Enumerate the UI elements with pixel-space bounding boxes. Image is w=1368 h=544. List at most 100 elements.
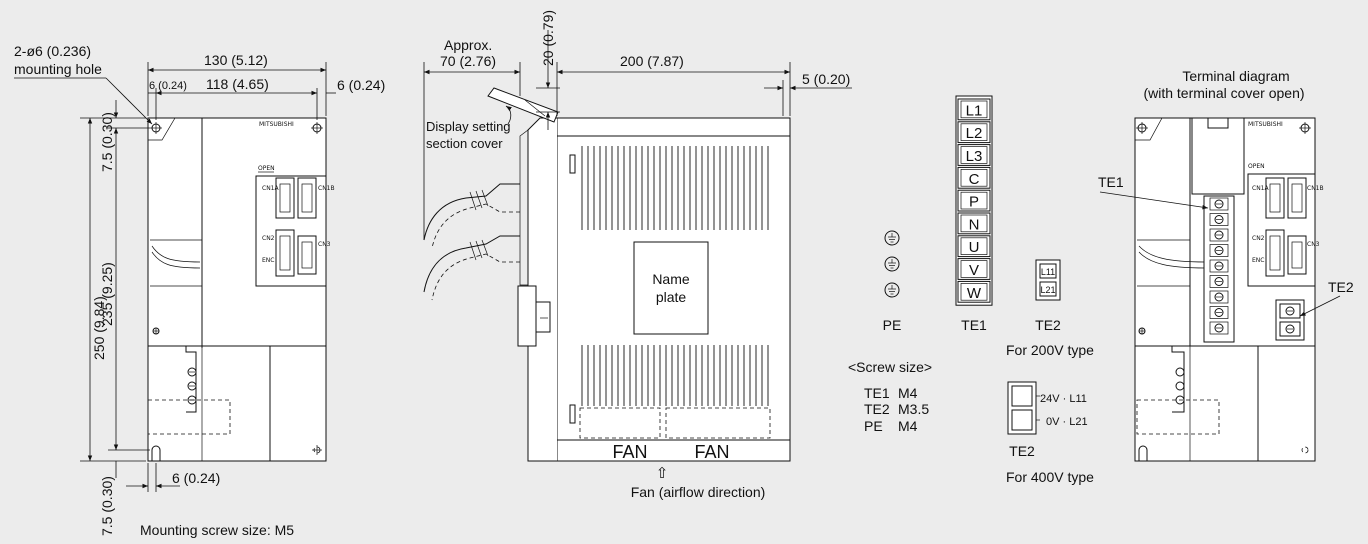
te1-terminal-cell — [957, 212, 991, 235]
te1-terminal-inner — [960, 100, 988, 119]
connector-panel — [255, 175, 327, 287]
cable-ribs — [469, 189, 489, 261]
mounting-hole-top-right-icon — [311, 122, 323, 134]
diagram-open-label: OPEN — [1248, 163, 1265, 170]
diagram-te1-strip — [1203, 195, 1235, 343]
front-cn3-label: CN3 — [318, 241, 331, 248]
cn1a-connector — [275, 177, 295, 219]
diagram-te1-screw-icon — [1214, 261, 1224, 271]
dim-depth: 200 (7.87) — [620, 53, 684, 69]
cn2-connector — [275, 229, 295, 277]
te2-label-400: TE2 — [1009, 443, 1035, 459]
te1-terminal-inner — [960, 146, 988, 164]
screw-row-te2-size: M3.5 — [898, 401, 929, 417]
te1-terminal-label: P — [969, 194, 979, 211]
diagram-te1-screw-icon — [1214, 246, 1224, 255]
screw-row-te1-size: M4 — [898, 385, 918, 401]
front-cn2-label: CN2 — [262, 235, 275, 242]
hole-label-1: 2-ø6 (0.236) — [14, 43, 91, 59]
hole-label-2: mounting hole — [14, 61, 102, 77]
dim-width-total: 130 (5.12) — [204, 52, 268, 68]
terminal-diagram-title-2: (with terminal cover open) — [1143, 85, 1304, 101]
approx-label: Approx. — [444, 37, 492, 53]
dim-right: 5 (0.20) — [802, 71, 850, 87]
terminal-diagram-title-1: Terminal diagram — [1182, 68, 1289, 84]
front-cn1b-label: CN1B — [318, 185, 335, 192]
diagram-te1-screw-icon — [1214, 277, 1224, 286]
front-open-label: OPEN — [258, 165, 275, 172]
te2-label: TE2 — [1035, 317, 1061, 333]
screw-row-pe-name: PE — [864, 418, 883, 434]
dim-bottom-margin: 7.5 (0.30) — [99, 476, 115, 536]
type-200v-label: For 200V type — [1006, 342, 1094, 358]
te1-terminal-label: L2 — [966, 125, 983, 142]
type-400v-label: For 400V type — [1006, 469, 1094, 485]
cn3-connector — [297, 235, 317, 275]
te2-400v-block — [1007, 381, 1040, 435]
te1-terminal-cell — [957, 144, 991, 166]
terminal-diagram: Terminal diagram (with terminal cover op… — [1098, 68, 1354, 462]
te2-200v-block: L11 L21 — [1035, 259, 1061, 301]
fan-caption: Fan (airflow direction) — [631, 484, 766, 500]
screw-size-header: <Screw size> — [848, 359, 932, 375]
te1-terminal-inner — [960, 123, 988, 141]
side-view: Name plate FAN FAN ⇧ Fan (airflow direct… — [423, 10, 852, 500]
te1-terminal-label: V — [969, 262, 979, 279]
dim-top-margin: 7.5 (0.30) — [99, 112, 115, 172]
vent-slots-bottom — [581, 345, 769, 406]
dim-hole-height: 235 (9.25) — [99, 262, 115, 326]
diagram-te1-cell — [1209, 306, 1229, 319]
te2-400v-bottom: 0V · L21 — [1046, 416, 1088, 428]
dim-hole-pitch: 118 (4.65) — [206, 76, 269, 92]
diagram-cn1a-label: CN1A — [1252, 185, 1269, 192]
diagram-cn2-label: CN2 — [1252, 235, 1265, 242]
te1-terminal-inner — [960, 191, 988, 210]
te1-terminal-inner — [960, 283, 988, 301]
diagram-te1-screw-icon — [1214, 215, 1224, 224]
front-cn1a-label: CN1A — [262, 185, 279, 192]
diagram-te1-screw-icon — [1214, 323, 1224, 333]
diagram-te1-cell — [1209, 244, 1229, 257]
diagram-te1-screw-icon — [1214, 199, 1224, 209]
fan-label-1: FAN — [612, 442, 647, 462]
te1-terminal-inner — [960, 237, 988, 255]
cover-label-2: section cover — [426, 136, 503, 151]
vent-slots-top — [581, 146, 769, 230]
name-plate-label-2: plate — [656, 289, 687, 305]
diagram-te1-cell — [1209, 259, 1229, 273]
diagram-te1-cell — [1209, 275, 1229, 288]
front-view: MITSUBISHI OPEN CN1A CN1B CN2 ENC CN3 — [14, 43, 385, 538]
diagram-te1-cell — [1209, 290, 1229, 304]
screw-row-te2-name: TE2 — [864, 401, 890, 417]
te1-terminal-cell — [957, 189, 991, 212]
te1-terminal-label: W — [967, 285, 982, 302]
screw-row-te1-name: TE1 — [864, 385, 890, 401]
te1-label: TE1 — [961, 317, 987, 333]
name-plate-label-1: Name — [652, 271, 690, 287]
te1-terminal-inner — [960, 214, 988, 233]
screw-row-pe-size: M4 — [898, 418, 918, 434]
te1-terminal-cell — [957, 235, 991, 258]
fan-label-2: FAN — [694, 442, 729, 462]
diagram-te1-screw-icon — [1214, 308, 1224, 317]
fan-airflow-icon: ⇧ — [656, 465, 669, 482]
front-terminal-block — [185, 346, 197, 413]
te1-callout: TE1 — [1098, 174, 1124, 190]
te1-terminal-cell — [957, 98, 991, 121]
mounting-hole-top-icon — [150, 122, 162, 134]
te1-terminal-inner — [960, 169, 988, 187]
diagram-te1-cell — [1209, 228, 1229, 242]
dim-top: 20 (0.79) — [540, 10, 556, 66]
dim-left-offset: 6 (0.24) — [149, 80, 187, 92]
diagram-te1-screw-icon — [1214, 292, 1224, 302]
te1-terminal-cell — [957, 121, 991, 144]
te1-terminal-label: C — [969, 171, 980, 188]
te1-terminal-label: L3 — [966, 148, 983, 165]
cover-label-1: Display setting — [426, 119, 511, 134]
dim-height-total: 250 (9.84) — [91, 296, 107, 360]
diagram-cn1b-label: CN1B — [1307, 185, 1324, 192]
front-enc-label: ENC — [262, 257, 274, 264]
